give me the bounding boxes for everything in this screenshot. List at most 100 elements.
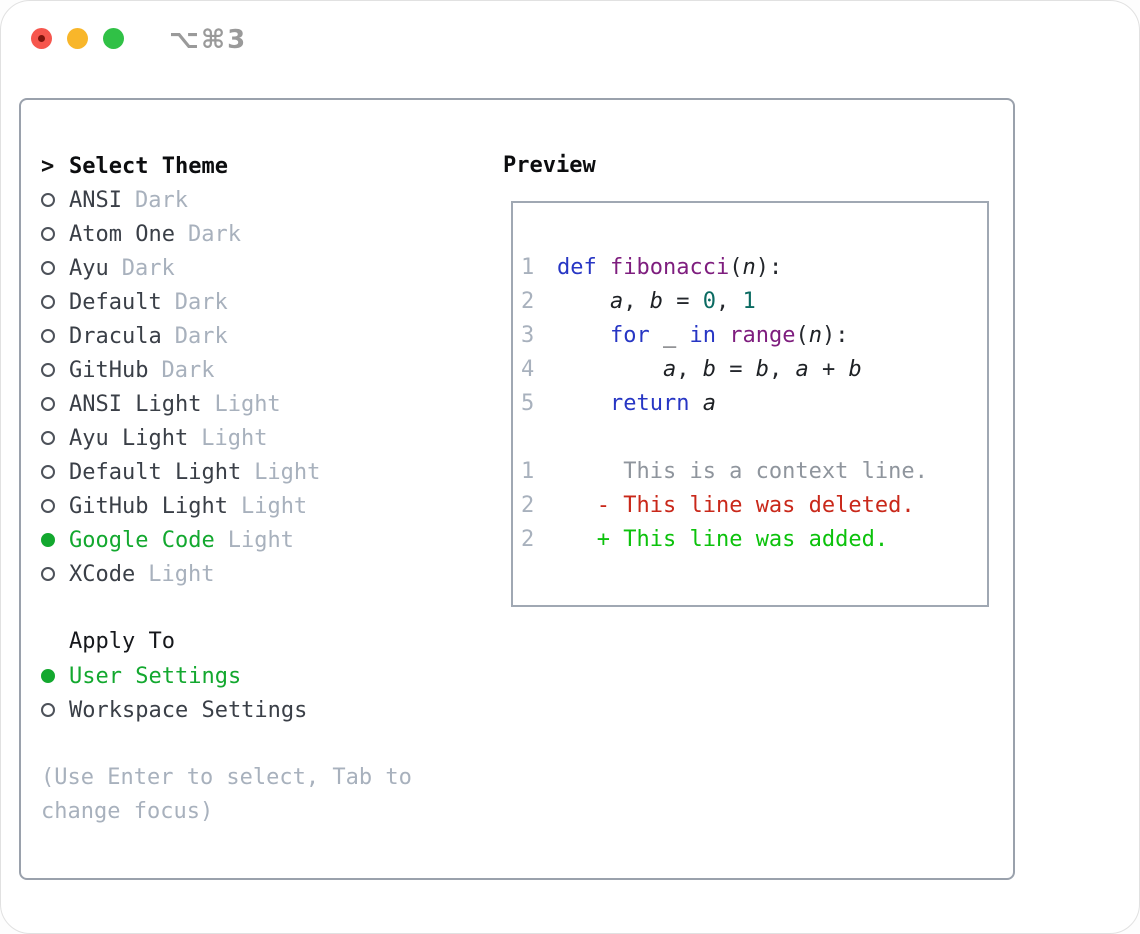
line-number: 5 (521, 391, 535, 416)
radio-column (41, 431, 69, 445)
theme-variant-tag: Light (227, 527, 294, 553)
apply-to-header: Apply To (69, 629, 175, 654)
radio-icon (41, 227, 55, 241)
line-content: return a (547, 387, 716, 421)
code-token: _ (649, 323, 690, 348)
theme-variant-tag: Light (148, 561, 215, 587)
theme-option[interactable]: GitHub Dark (41, 353, 471, 387)
radio-column (41, 363, 69, 377)
code-token: a (702, 391, 716, 416)
close-button[interactable] (31, 28, 52, 49)
spacer (41, 591, 471, 625)
radio-icon (41, 193, 55, 207)
code-token: in (689, 323, 716, 348)
theme-option[interactable]: Atom One Dark (41, 217, 471, 251)
preview-line: 2 a, b = 0, 1 (521, 285, 975, 319)
line-content: def fibonacci(n): (547, 251, 782, 285)
code-token: = (662, 289, 703, 314)
maximize-button[interactable] (103, 28, 124, 49)
theme-variant-tag: Light (214, 391, 281, 417)
theme-option[interactable]: ANSI Dark (41, 183, 471, 217)
line-content: a, b = 0, 1 (547, 285, 756, 319)
radio-icon (41, 397, 55, 411)
radio-icon (41, 703, 55, 717)
radio-selected-icon (41, 669, 55, 683)
theme-variant-tag: Dark (161, 357, 215, 383)
radio-column (41, 669, 69, 683)
code-token: for (609, 323, 650, 348)
option-label: XCode (69, 561, 136, 587)
minimize-button[interactable] (67, 28, 88, 49)
preview-line: 1 This is a context line. (521, 455, 975, 489)
titlebar: ⌥⌘3 (1, 1, 1139, 77)
option-label: GitHub Light (69, 493, 228, 519)
theme-variant-tag: Dark (121, 255, 175, 281)
theme-variant-tag: Dark (187, 221, 241, 247)
radio-column (41, 465, 69, 479)
option-label: User Settings (69, 663, 242, 689)
theme-option[interactable]: GitHub Light Light (41, 489, 471, 523)
option-label: Default (69, 289, 162, 315)
radio-selected-icon (41, 533, 55, 547)
theme-variant-tag: Light (240, 493, 308, 519)
preview-line: 2 + This line was added. (521, 523, 975, 557)
apply-option[interactable]: User Settings (41, 659, 471, 693)
radio-icon (41, 567, 55, 581)
option-label: Atom One (69, 221, 175, 247)
radio-column (41, 499, 69, 513)
code-token: b (702, 357, 716, 382)
radio-column (41, 397, 69, 411)
radio-icon (41, 499, 55, 513)
code-token: a (662, 357, 677, 382)
code-token: fibonacci (610, 255, 730, 280)
code-token: return (609, 391, 690, 416)
code-token: ): (755, 255, 783, 280)
radio-column (41, 329, 69, 343)
line-content: + This line was added. (547, 523, 888, 557)
radio-icon (41, 261, 55, 275)
code-token: 1 (742, 289, 756, 314)
theme-variant-tag: Dark (134, 187, 188, 213)
theme-option[interactable]: Dracula Dark (41, 319, 471, 353)
code-token (557, 391, 610, 416)
option-label: Google Code (69, 527, 215, 553)
radio-icon (41, 363, 55, 377)
code-token: + This line was added. (596, 527, 889, 552)
option-label: Dracula (69, 323, 162, 349)
code-token: - This line was deleted. (596, 493, 915, 518)
radio-icon (41, 295, 55, 309)
code-token: range (729, 323, 796, 348)
option-label: Ayu Light (69, 425, 189, 451)
code-token: 0 (702, 289, 716, 314)
code-token (557, 357, 663, 382)
option-label: ANSI (69, 187, 122, 213)
radio-column (41, 533, 69, 547)
radio-icon (41, 431, 55, 445)
theme-option[interactable]: Google Code Light (41, 523, 471, 557)
preview-line: 5 return a (521, 387, 975, 421)
line-number: 4 (521, 357, 535, 382)
theme-variant-tag: Dark (174, 323, 228, 349)
code-token (557, 493, 597, 518)
radio-icon (41, 329, 55, 343)
option-label: GitHub (69, 357, 149, 383)
preview-line: 2 - This line was deleted. (521, 489, 975, 523)
code-token: b (848, 357, 862, 382)
line-number: 2 (521, 493, 535, 518)
apply-option[interactable]: Workspace Settings (41, 693, 471, 727)
code-token (557, 527, 597, 552)
code-token: = (715, 357, 756, 382)
close-dot-icon (38, 35, 45, 42)
radio-column (41, 193, 69, 207)
theme-option[interactable]: XCode Light (41, 557, 471, 591)
line-number: 1 (521, 255, 535, 280)
line-number: 1 (521, 459, 535, 484)
